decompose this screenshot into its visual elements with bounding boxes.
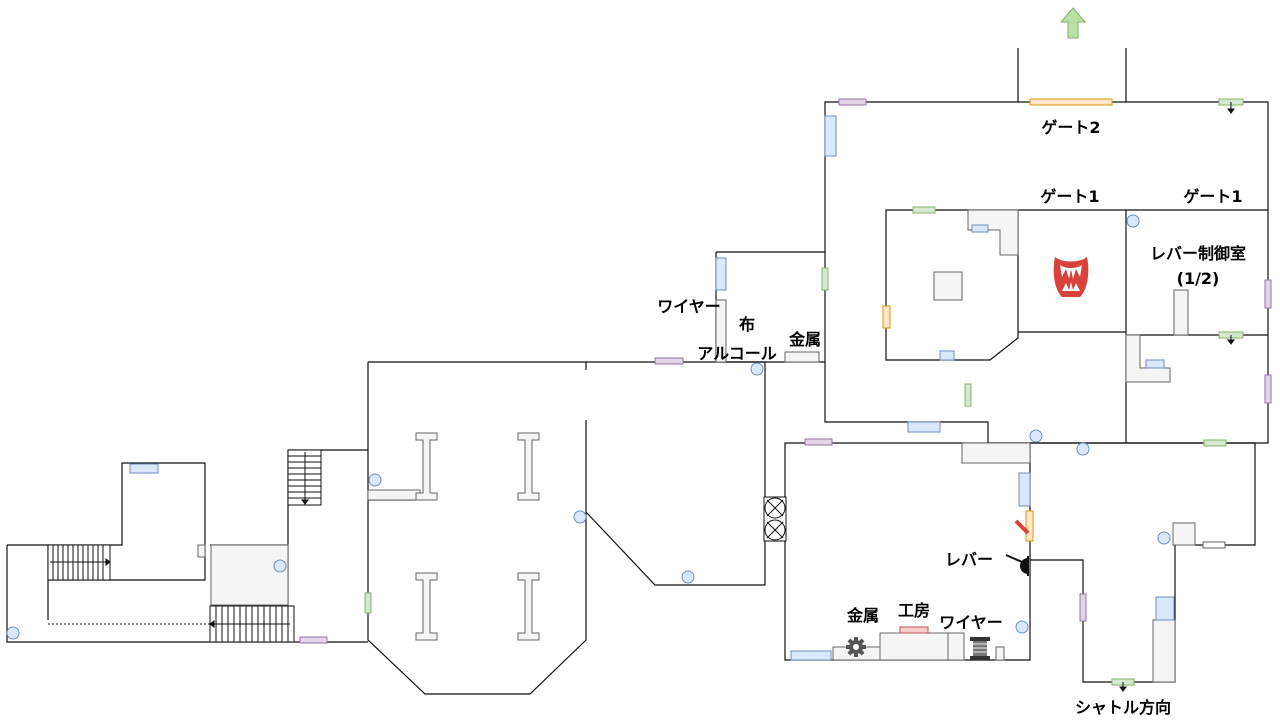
door-white (1202, 541, 1226, 549)
label-wire-bottom: ワイヤー (939, 613, 1003, 632)
label-gate2: ゲート2 (1041, 118, 1101, 137)
label-gate1-left: ゲート1 (1040, 187, 1100, 206)
stairs-top (287, 449, 322, 506)
label-metal-bottom: 金属 (846, 606, 880, 625)
label-gate1-right: ゲート1 (1183, 187, 1243, 206)
circle-marker-icon (6, 214, 1171, 640)
walls (6, 48, 1269, 695)
workshop-marker (899, 626, 929, 634)
doors-green (364, 98, 1244, 686)
stairs-bottom (209, 605, 295, 643)
fangs-mouth-icon (1053, 257, 1089, 297)
arrow-down-icon (1119, 102, 1235, 692)
label-lever-room: レバー制御室 (1149, 244, 1247, 263)
label-lever: レバー (944, 550, 994, 569)
doors-blue (129, 115, 1175, 661)
exit-arrow-icon (1059, 7, 1087, 39)
furniture (197, 209, 1196, 683)
label-alcohol: アルコール (697, 344, 777, 363)
label-cloth: 布 (738, 315, 756, 334)
gear-icon (846, 637, 866, 657)
doors-orange (882, 98, 1113, 542)
stairs-left (47, 544, 111, 581)
label-wire-top: ワイヤー (657, 297, 721, 316)
lever-icon (1005, 519, 1030, 576)
label-shuttle-direction: シャトル方向 (1074, 698, 1172, 717)
doors-purple (299, 98, 1272, 644)
label-workshop: 工房 (897, 601, 931, 620)
label-lever-room-count: (1/2) (1176, 269, 1220, 288)
label-metal-top: 金属 (788, 330, 822, 349)
vent-circles (764, 497, 786, 541)
wire-spool-icon (970, 637, 990, 660)
